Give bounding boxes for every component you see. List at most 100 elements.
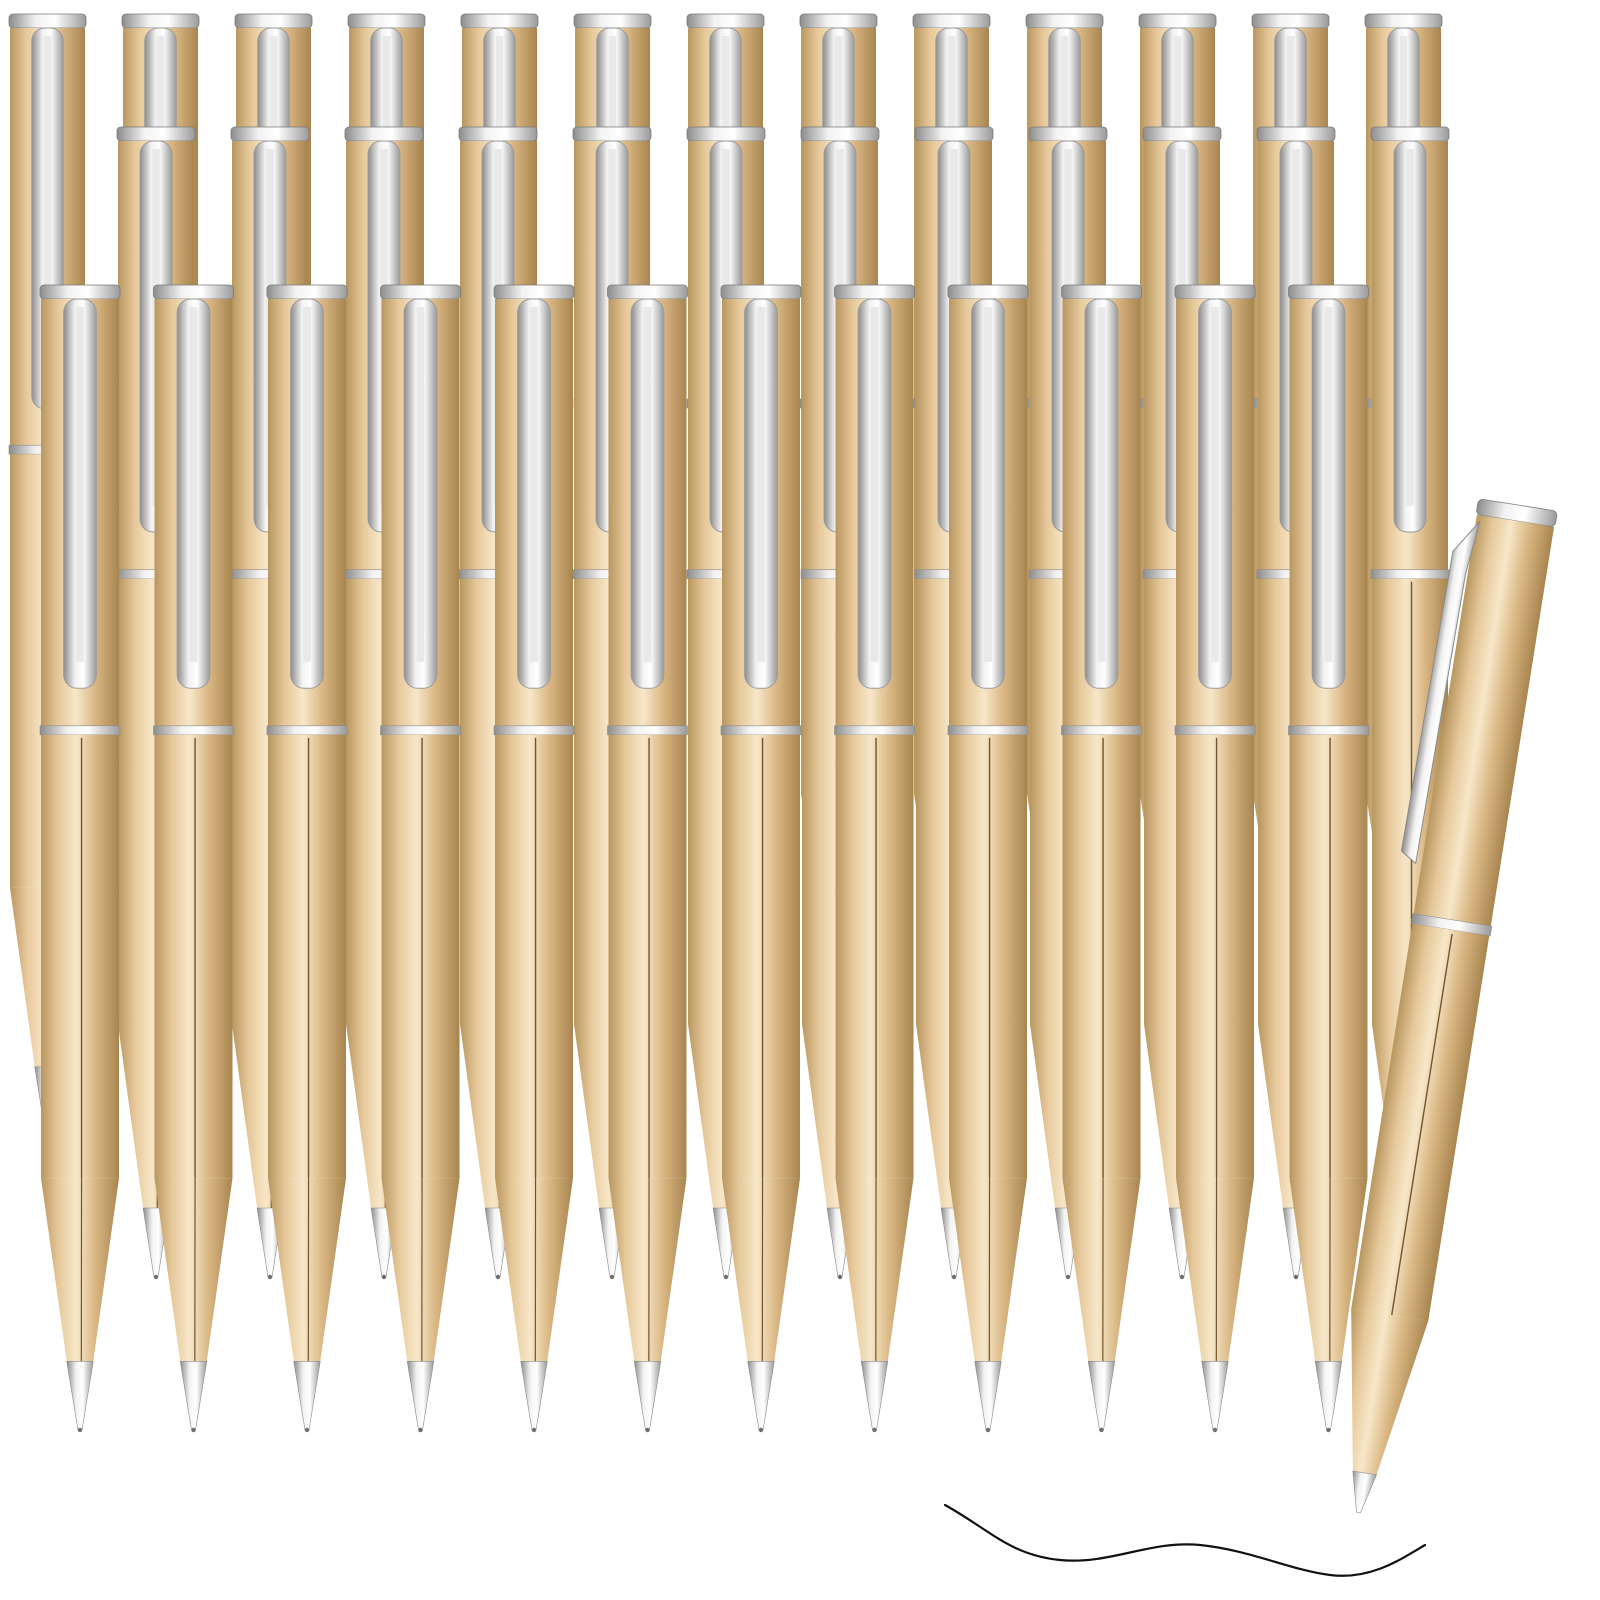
- front-row-pen: [1288, 284, 1369, 1433]
- pen-cap-top: [686, 13, 765, 29]
- pen-cap-top: [8, 13, 87, 29]
- pen-ball: [495, 1274, 501, 1280]
- pen-cap-top: [572, 126, 652, 142]
- pen-ring: [493, 725, 575, 736]
- pen-ring: [1288, 725, 1369, 736]
- pen-ring: [720, 725, 802, 736]
- pen-ring: [834, 725, 915, 736]
- pen-ring: [39, 725, 121, 736]
- pen-ball: [1293, 1274, 1299, 1280]
- pen-clip-highlight: [416, 307, 425, 662]
- pen-taper: [1289, 1178, 1368, 1362]
- pen-taper: [1062, 1178, 1141, 1362]
- pen-cap-top: [1138, 13, 1217, 29]
- pen-lower-barrel: [608, 734, 687, 1179]
- pen-cap-top: [947, 284, 1029, 300]
- front-row-pen: [1174, 284, 1256, 1433]
- pen-taper: [949, 1178, 1027, 1362]
- pen-cap-top: [914, 126, 994, 142]
- pen-ring: [266, 725, 348, 736]
- pen-tip: [1201, 1361, 1229, 1431]
- pen-taper: [154, 1178, 233, 1362]
- pen-taper: [495, 1178, 573, 1362]
- pen-lower-barrel: [949, 734, 1027, 1179]
- pen-clip-highlight: [870, 307, 879, 662]
- pen-cap-top: [686, 126, 766, 142]
- pen-ball: [1212, 1427, 1218, 1433]
- pen-ball: [153, 1274, 159, 1280]
- pen-cap-top: [800, 126, 880, 142]
- front-row-pen: [493, 284, 575, 1433]
- pen-lower-barrel: [1289, 734, 1368, 1179]
- pen-taper: [41, 1178, 119, 1362]
- pen-clip-highlight: [1097, 307, 1106, 662]
- ink-scribble: [943, 1503, 1427, 1577]
- pen-cap-top: [493, 284, 575, 300]
- pen-tip: [860, 1361, 889, 1431]
- front-row-pen: [266, 284, 348, 1433]
- pen-clip: [1400, 520, 1481, 865]
- pen-ball: [381, 1274, 387, 1280]
- pen-cap-top: [834, 284, 915, 300]
- pen-lower-barrel: [268, 734, 346, 1179]
- pen-taper: [722, 1178, 800, 1362]
- pen-lower-barrel: [41, 734, 119, 1179]
- pen-cap-top: [116, 126, 196, 142]
- pen-cap-top: [121, 13, 200, 29]
- pen-ball: [645, 1427, 650, 1433]
- pen-upper-barrel: [1413, 514, 1555, 926]
- pen-tip: [1314, 1361, 1343, 1431]
- pen-clip-highlight: [643, 307, 652, 662]
- pen-ball: [951, 1274, 957, 1280]
- pen-cap-top: [458, 126, 538, 142]
- pen-cap-top: [1025, 13, 1104, 29]
- front-row-pen: [153, 284, 234, 1433]
- front-row-pen: [834, 284, 915, 1433]
- pen-ring: [380, 725, 461, 736]
- pen-ball: [191, 1427, 196, 1433]
- pen-ball: [1099, 1427, 1104, 1433]
- front-row-pen: [380, 284, 461, 1433]
- pen-ball: [985, 1427, 991, 1433]
- pen-clip-highlight: [984, 307, 992, 662]
- pen-ball: [723, 1274, 729, 1280]
- pen-cap-top: [344, 126, 424, 142]
- pen-taper: [608, 1178, 687, 1362]
- pen-ring: [1370, 569, 1450, 580]
- pen-tip: [406, 1361, 435, 1431]
- pen-layer: [8, 13, 1558, 1514]
- pen-cap-top: [573, 13, 652, 29]
- pen-ball: [267, 1274, 273, 1280]
- front-row-pen: [607, 284, 688, 1433]
- pen-taper: [1351, 1308, 1429, 1475]
- pen-lower-barrel: [1176, 734, 1254, 1179]
- pen-lower-barrel: [381, 734, 460, 1179]
- pen-cap-top: [1028, 126, 1108, 142]
- pen-clip-highlight: [189, 307, 198, 662]
- pen-lower-barrel: [835, 734, 914, 1179]
- pen-ball: [77, 1427, 83, 1433]
- pen-cap-top: [234, 13, 313, 29]
- front-row-pen: [720, 284, 802, 1433]
- pen-cap-top: [1256, 126, 1336, 142]
- pen-tip: [974, 1361, 1002, 1431]
- pen-cap-top: [1364, 13, 1443, 29]
- pen-tip: [66, 1361, 94, 1431]
- pen-taper: [1176, 1178, 1254, 1362]
- pen-cap-top: [39, 284, 121, 300]
- pen-tip: [179, 1361, 208, 1431]
- front-row-pen: [947, 284, 1029, 1433]
- pen-cap-top: [720, 284, 802, 300]
- pen-barrel-line: [1391, 933, 1453, 1316]
- pen-clip-highlight: [1324, 307, 1333, 662]
- pen-cap-top: [230, 126, 310, 142]
- pen-ball: [304, 1427, 310, 1433]
- pen-lower-barrel: [722, 734, 800, 1179]
- pen-ball: [872, 1427, 877, 1433]
- pen-tip: [293, 1361, 321, 1431]
- pen-lower-barrel: [1062, 734, 1141, 1179]
- pen-ball: [837, 1274, 843, 1280]
- front-row-pen: [39, 284, 121, 1433]
- pen-clip-highlight: [76, 307, 84, 662]
